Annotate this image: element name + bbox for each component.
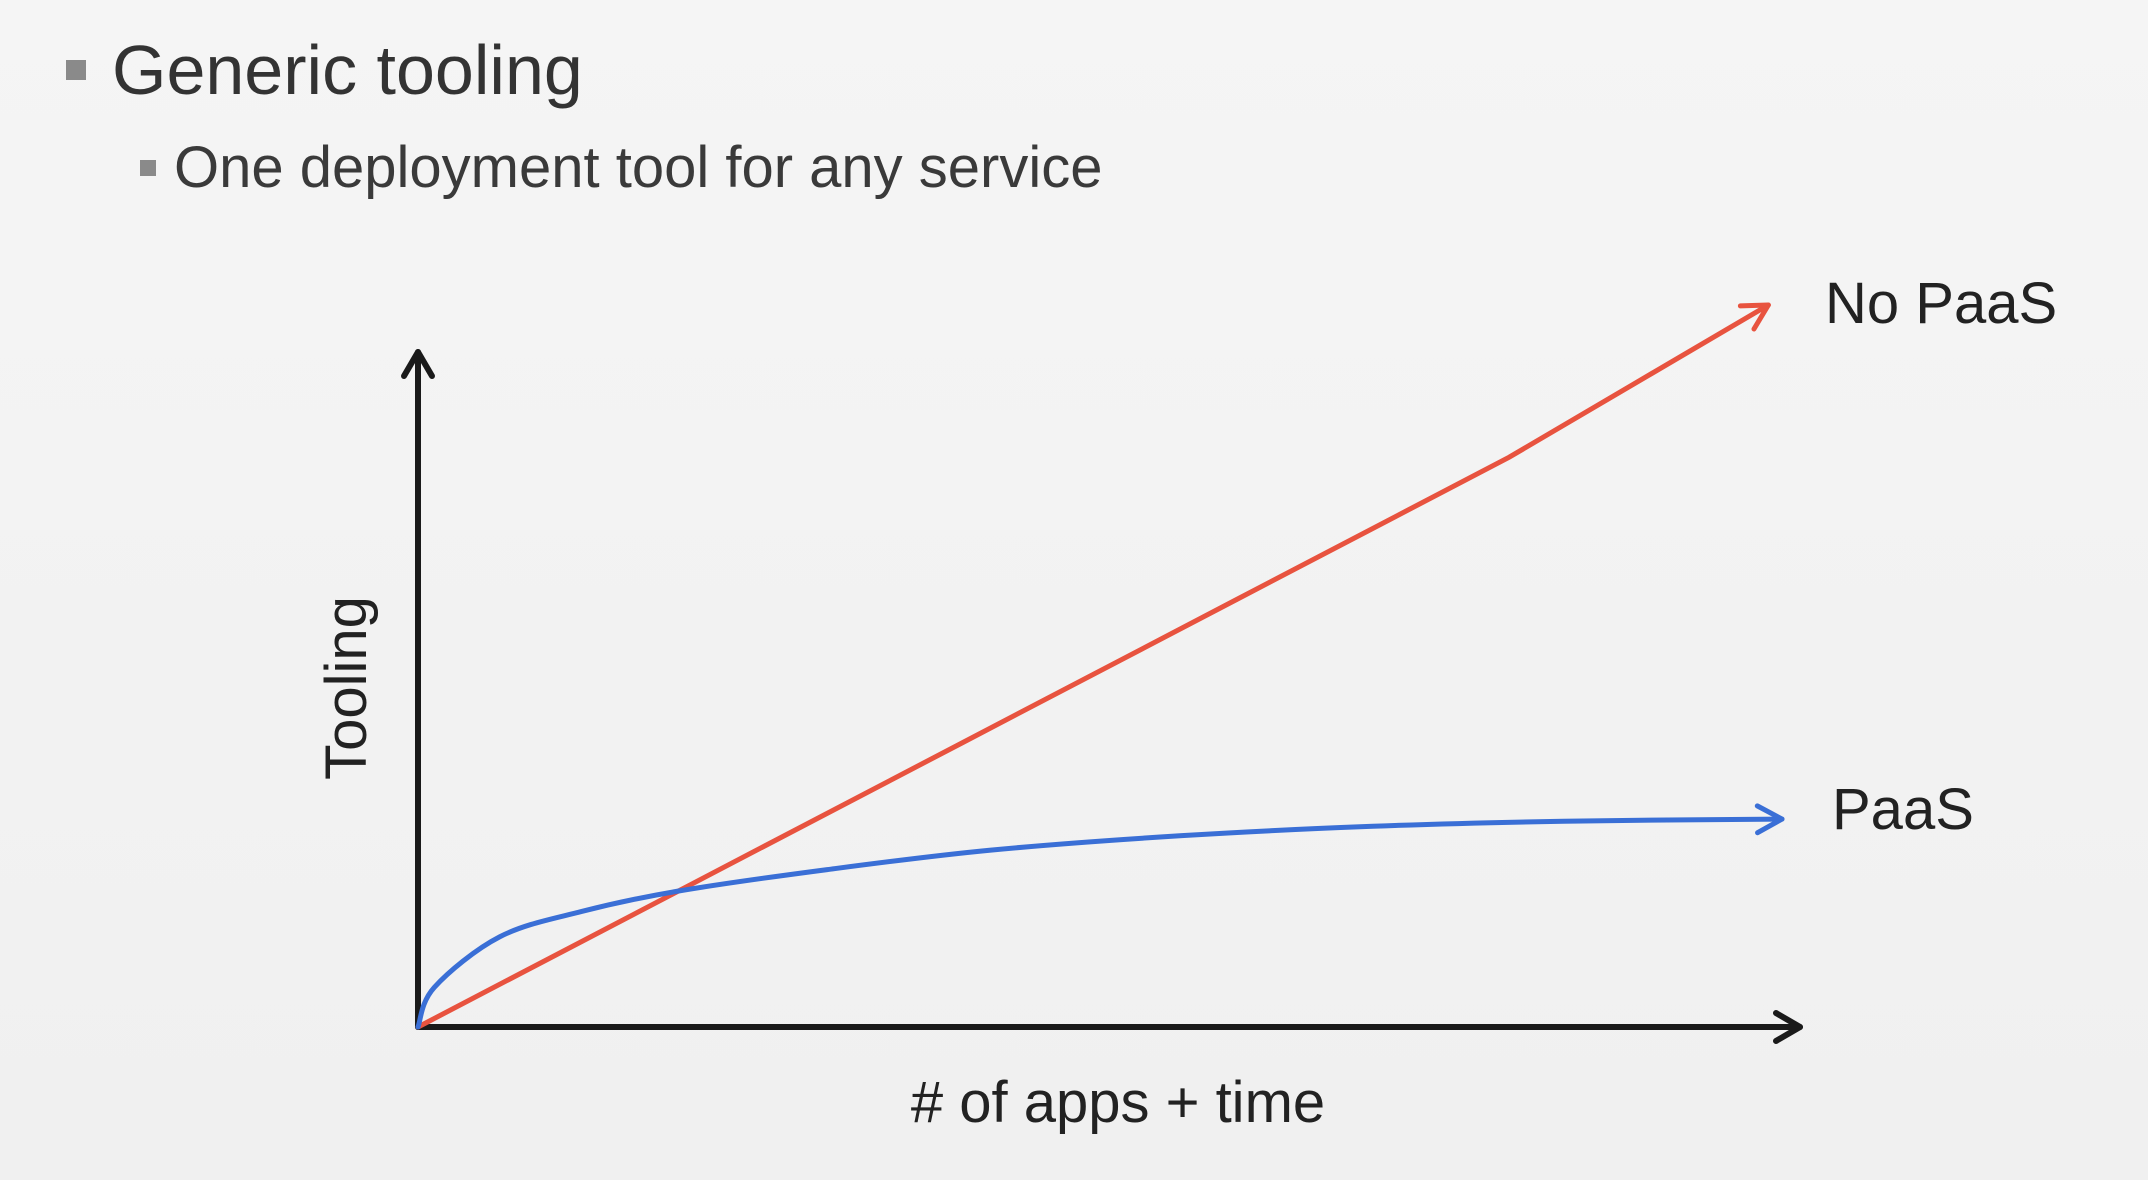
x-axis-arrowhead-icon <box>1773 1010 1803 1044</box>
bullet-item-level1: Generic tooling <box>66 22 583 118</box>
series-arrowhead-no-paas-icon <box>1737 302 1771 332</box>
series-arrowhead-paas-icon <box>1754 803 1785 836</box>
bullet-text: Generic tooling <box>112 31 583 109</box>
x-axis <box>415 1010 1803 1044</box>
series-layer <box>415 302 1785 1030</box>
bullet-item-level2: One deployment tool for any service <box>140 126 1102 210</box>
y-axis-label: Tooling <box>314 596 379 780</box>
y-axis-arrowhead-icon <box>401 349 435 379</box>
square-bullet-icon <box>140 160 156 176</box>
series-line-no-paas <box>415 302 1771 1030</box>
series-label-paas: PaaS <box>1832 777 1974 842</box>
series-line-paas <box>415 816 1785 1030</box>
series-label-no-paas: No PaaS <box>1825 271 2057 336</box>
x-axis-label: # of apps + time <box>911 1070 1325 1135</box>
y-axis <box>401 349 435 1030</box>
square-bullet-icon <box>66 60 86 80</box>
bullet-text: One deployment tool for any service <box>174 135 1103 200</box>
